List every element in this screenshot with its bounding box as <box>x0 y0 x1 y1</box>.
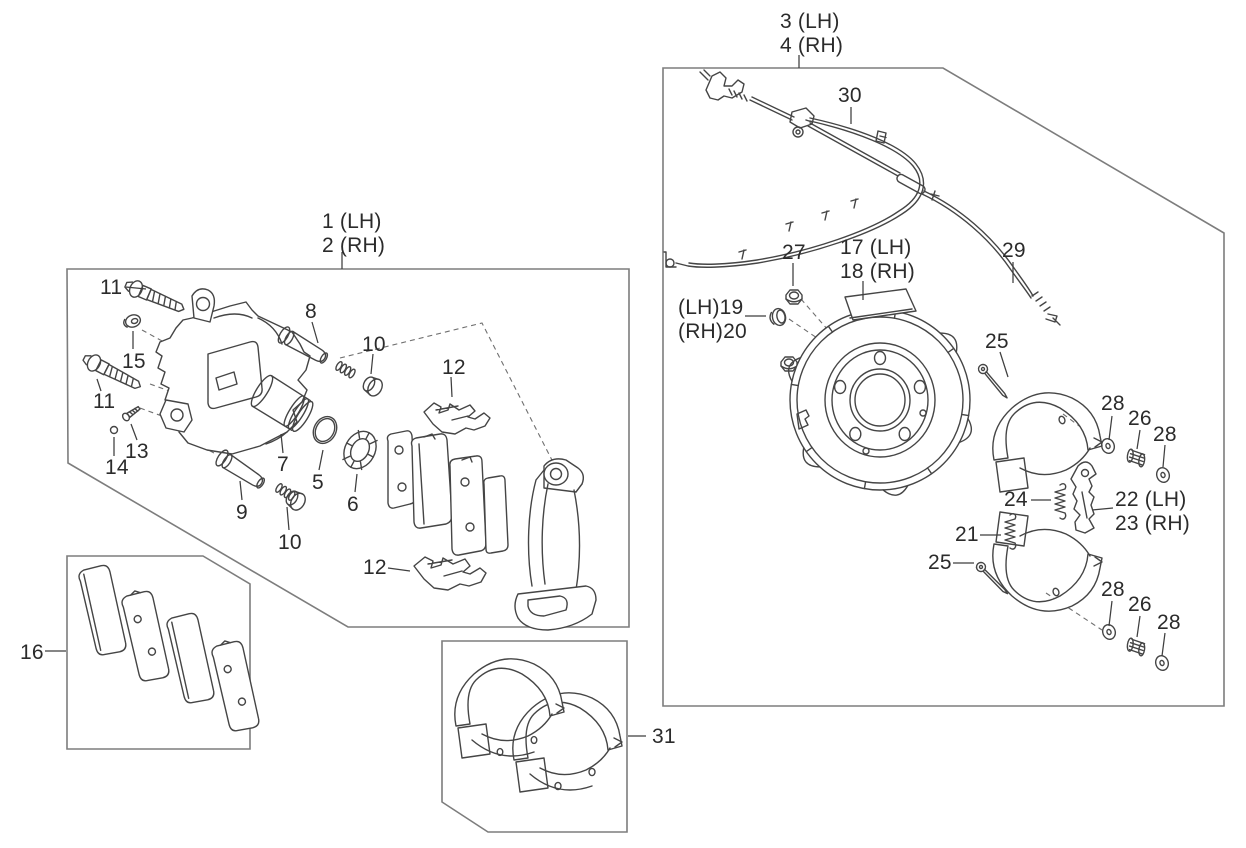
callout-16: 16 <box>20 641 44 664</box>
pad-retainer-clip-12-upper <box>423 402 491 435</box>
callout-26a: 26 <box>1128 407 1152 430</box>
pad-kit-box-outline <box>66 555 251 750</box>
piston-7 <box>250 374 314 433</box>
front-brake-kit-box-outline <box>66 268 630 628</box>
callout-12b: 12 <box>363 556 387 579</box>
callout-10b: 10 <box>278 531 302 554</box>
callout-31: 31 <box>652 725 676 748</box>
caliper-bracket <box>514 458 597 631</box>
callout-30: 30 <box>838 84 862 107</box>
callout-22-23: 22 (LH) 23 (RH) <box>1115 488 1190 535</box>
parking-brake-cable-29 <box>807 122 1061 326</box>
pad-kit-contents <box>76 563 264 734</box>
callout-7: 7 <box>277 453 289 476</box>
callout-11a: 11 <box>100 276 123 299</box>
callout-6: 6 <box>347 493 359 516</box>
shoe-adjuster-22-23 <box>1070 461 1097 534</box>
grommet-19-20 <box>769 307 787 327</box>
brake-backing-plate-17-18 <box>787 288 973 496</box>
callout-14: 14 <box>105 456 129 479</box>
callout-28b: 28 <box>1153 423 1177 446</box>
mounting-nut-27-upper <box>785 289 803 305</box>
callout-29: 29 <box>1002 239 1026 262</box>
hold-pin-25-upper <box>971 362 1017 399</box>
callout-25a: 25 <box>985 330 1009 353</box>
callout-3-4: 3 (LH) 4 (RH) <box>780 10 844 57</box>
grommet-cap-15 <box>123 314 142 328</box>
shoe-kit-contents <box>454 658 623 793</box>
callout-21: 21 <box>955 523 979 546</box>
callout-8: 8 <box>305 300 317 323</box>
cap-ball-14 <box>109 425 119 435</box>
callout-13: 13 <box>125 440 149 463</box>
pad-retainer-clip-12-lower <box>413 556 487 591</box>
callout-15: 15 <box>122 350 146 373</box>
callout-19-20: (LH)19 (RH)20 <box>678 296 747 343</box>
parking-brake-kit-box-outline <box>662 67 1225 707</box>
callout-11b: 11 <box>93 390 116 413</box>
callout-27: 27 <box>782 241 806 264</box>
callout-12a: 12 <box>442 356 466 379</box>
cable-clevis-end <box>699 69 795 121</box>
callout-1-2: 1 (LH) 2 (RH) <box>322 210 386 257</box>
parking-shoe-lower <box>992 511 1103 612</box>
spring-washers-28 <box>1099 436 1172 673</box>
parking-brake-cable-30 <box>663 117 925 268</box>
callout-17-18: 17 (LH) 18 (RH) <box>840 236 915 283</box>
return-spring-24 <box>1054 483 1067 520</box>
callout-leader-lines <box>45 55 1166 737</box>
brake-pad-inner <box>410 433 453 529</box>
callout-24: 24 <box>1004 488 1028 511</box>
callout-9: 9 <box>236 501 248 524</box>
pin-boot-10-upper <box>333 360 386 400</box>
hold-spring-26-upper <box>1125 448 1147 468</box>
pin-boot-10-lower <box>273 482 309 514</box>
caliper-bolt-upper <box>121 276 188 318</box>
piston-seal-5 <box>312 415 338 445</box>
piston-boot-6 <box>342 429 378 471</box>
brake-pad-outer <box>449 455 487 556</box>
hold-spring-26-lower <box>1125 637 1147 657</box>
pad-shim-outer <box>483 475 509 554</box>
callout-28d: 28 <box>1157 611 1181 634</box>
caliper-body <box>155 288 311 455</box>
callout-10a: 10 <box>362 333 386 356</box>
bleeder-screw-13 <box>121 405 141 422</box>
parking-shoe-upper <box>992 392 1103 493</box>
callout-26b: 26 <box>1128 593 1152 616</box>
callout-25b: 25 <box>928 551 952 574</box>
shoe-kit-box-outline <box>441 640 628 833</box>
callout-28a: 28 <box>1101 392 1125 415</box>
callout-28c: 28 <box>1101 578 1125 601</box>
callout-5: 5 <box>312 471 324 494</box>
